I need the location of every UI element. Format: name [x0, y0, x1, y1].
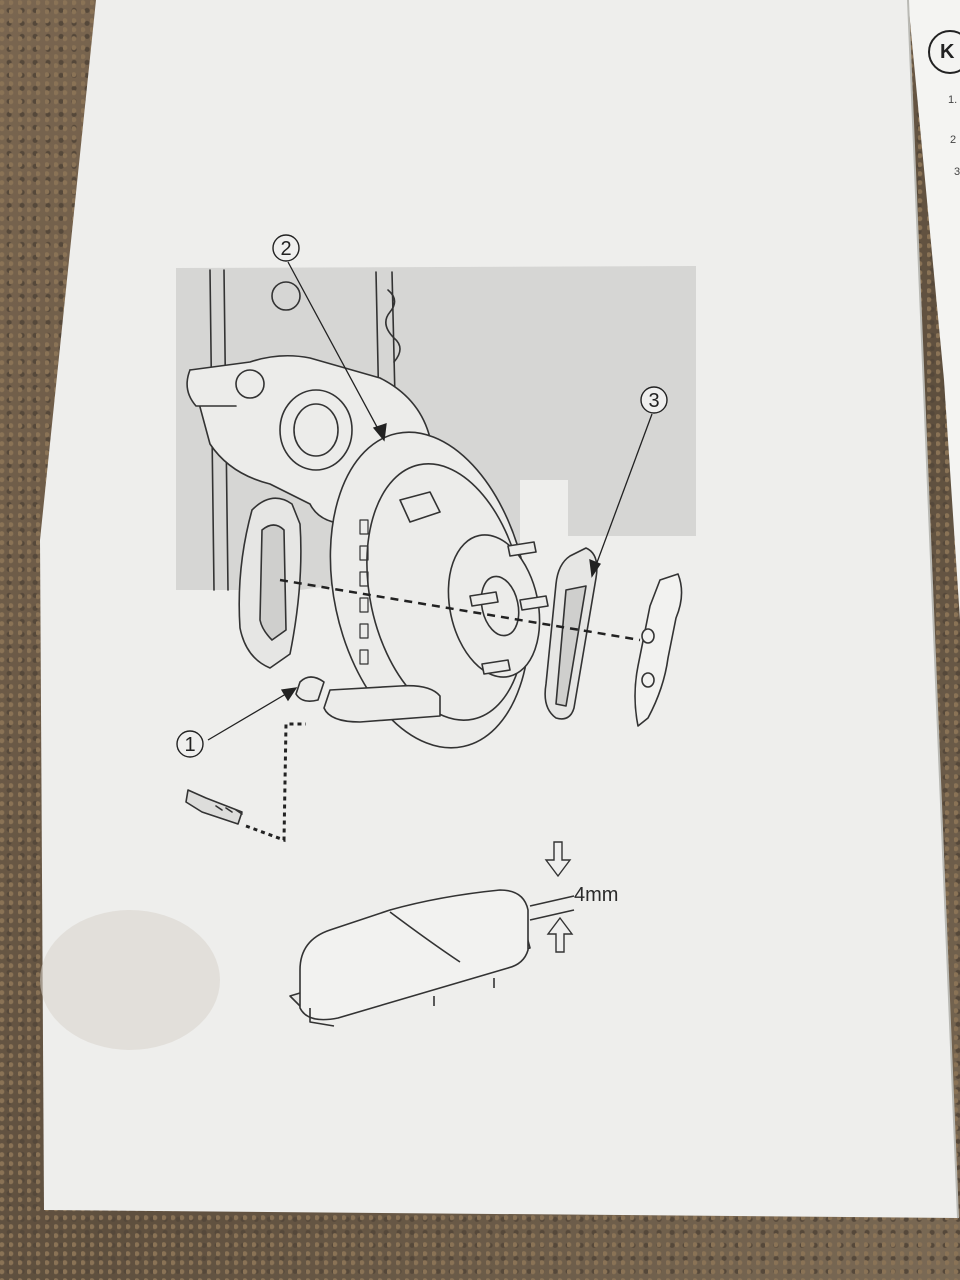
side-step-2: 2: [950, 134, 957, 146]
callout-2-label: 2: [280, 238, 291, 260]
wheel-hub: [447, 534, 549, 678]
callout-2-leader: [287, 261, 385, 441]
callout-3-leader: [591, 413, 653, 577]
callout-2: 2: [272, 234, 300, 262]
pad-friction-material: [299, 889, 529, 1021]
caliper-bracket: [323, 491, 441, 723]
shaded-panel: [176, 266, 696, 590]
arrow-down-icon: [544, 841, 572, 878]
side-sheet-badge: K: [928, 30, 960, 74]
guide-pin-socket: [295, 676, 325, 702]
callout-1: 1: [176, 730, 204, 758]
callout-3-label: 3: [648, 390, 659, 412]
callout-3: 3: [640, 386, 668, 414]
callout-1-leader: [207, 687, 297, 741]
pad-alignment-line: [279, 578, 641, 642]
anti-squeal-shim: [634, 573, 683, 727]
callout-1-label: 1: [184, 734, 195, 756]
pad-wear-detail: [289, 889, 575, 1027]
wear-arrows: [544, 841, 574, 953]
arrow-up-icon: [546, 916, 574, 953]
side-step-3: 3: [954, 166, 960, 178]
outer-brake-pad: [544, 547, 598, 720]
inner-brake-pad: [238, 497, 302, 669]
pad-wear-limit-label: 4mm: [574, 884, 619, 906]
bolt-install-path: [245, 722, 306, 843]
guide-pin-bolt: [185, 789, 243, 825]
side-step-1: 1.: [948, 94, 958, 106]
